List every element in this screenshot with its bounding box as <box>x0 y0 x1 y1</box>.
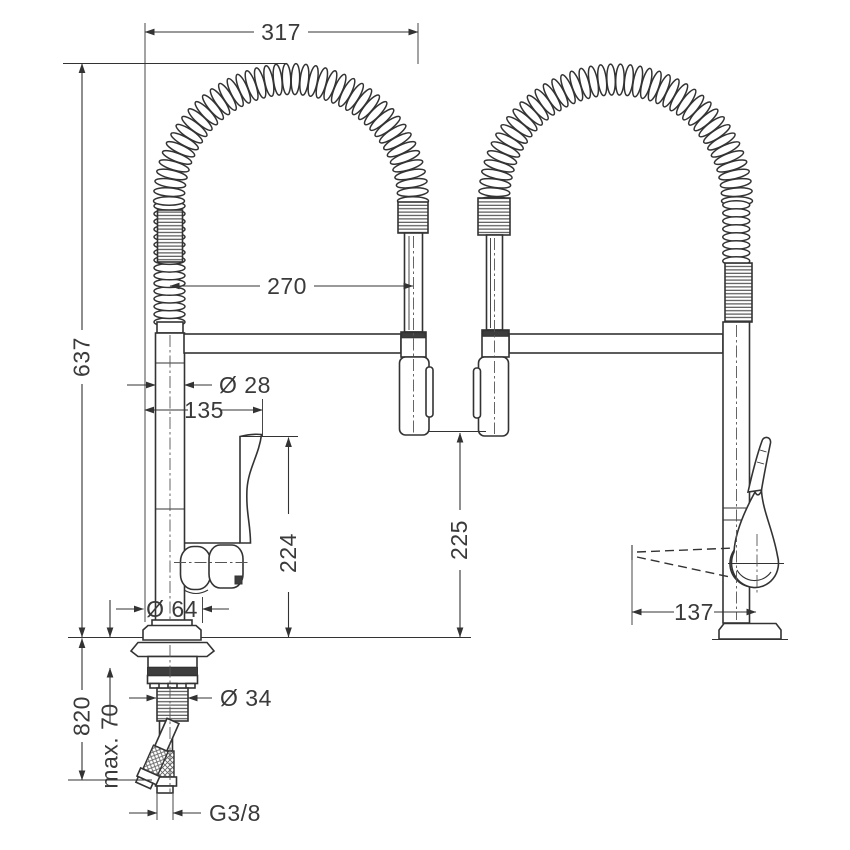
dim-g38: G3/8 <box>129 794 261 826</box>
front-spring-coil <box>152 62 430 327</box>
threaded-shank <box>156 687 189 722</box>
dim-label-base-diameter: Ø 64 <box>146 596 198 622</box>
mounting-nut <box>146 674 199 685</box>
dim-label-handle-offset: 135 <box>184 397 224 423</box>
side-support-bar <box>508 333 724 354</box>
under-counter-mounting <box>129 641 216 794</box>
side-spray-head-clip <box>472 367 482 419</box>
front-spray-hose-thread <box>397 201 429 234</box>
front-spout-joint <box>179 545 212 591</box>
dim-max70: max. 70 <box>97 600 123 789</box>
dim-135: 135 <box>144 397 263 437</box>
front-left-hose-thread <box>156 209 184 263</box>
lever-swing-indicator <box>631 545 735 578</box>
front-handle-lever <box>239 433 263 544</box>
dim-o64: Ø 64 <box>116 596 229 623</box>
front-view-faucet <box>142 201 434 641</box>
dim-224: 224 <box>240 436 301 638</box>
dim-label-height: 637 <box>69 337 95 377</box>
dim-o34: Ø 34 <box>129 685 272 711</box>
dim-label-shank-diameter: Ø 34 <box>220 685 272 711</box>
front-base-flange <box>142 624 202 641</box>
dim-label-lever-reach: 137 <box>674 599 714 625</box>
dim-137: 137 <box>631 560 757 625</box>
dim-317: 317 <box>144 19 419 622</box>
side-spray-hose-thread <box>477 197 511 236</box>
dim-label-column-diameter: Ø 28 <box>219 372 271 398</box>
side-base-flange <box>718 622 782 640</box>
dim-270: 270 <box>169 273 414 299</box>
dim-label-hose-connection: G3/8 <box>209 800 261 826</box>
dim-label-hose-length: 820 <box>69 696 95 736</box>
dim-label-handle-height: 224 <box>275 533 301 573</box>
center-lines <box>169 236 758 793</box>
dim-637: 637 <box>63 63 287 638</box>
dim-label-spout-width: 317 <box>261 19 301 45</box>
dim-label-max-counter-thickness: max. 70 <box>97 703 123 788</box>
front-support-bar <box>183 333 402 354</box>
front-spray-head-clip <box>425 366 434 418</box>
dim-label-spray-clearance: 225 <box>446 520 472 560</box>
dim-225: 225 <box>429 431 486 638</box>
side-column-hose-thread <box>724 262 753 323</box>
dim-820: 820 <box>68 638 152 781</box>
dim-label-spray-offset: 270 <box>267 273 307 299</box>
seal-ring <box>147 667 198 676</box>
side-spray-head <box>477 356 510 437</box>
mounting-spacer <box>147 655 198 669</box>
dim-o28: Ø 28 <box>127 372 271 398</box>
front-spray-head <box>398 356 430 436</box>
front-coil-collar <box>156 321 184 334</box>
escutcheon <box>129 641 216 658</box>
